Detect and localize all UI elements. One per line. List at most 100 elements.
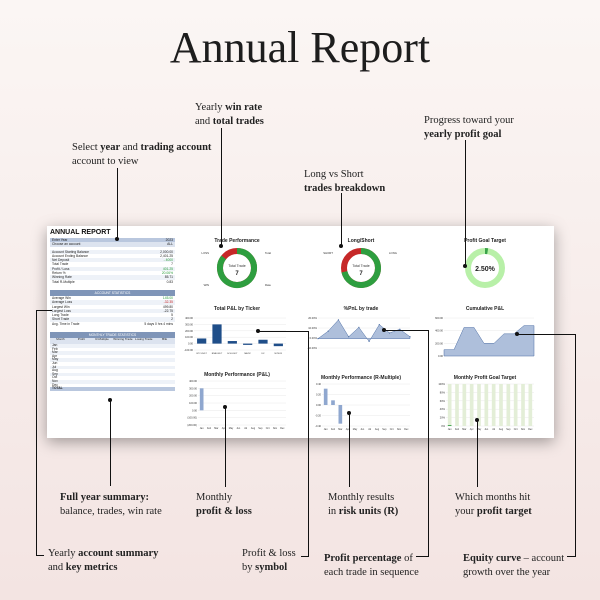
monthly-pl-month: Oct xyxy=(266,427,270,430)
column-header: Profit xyxy=(77,337,85,342)
cumulative-area xyxy=(443,325,535,357)
profit-target-bar xyxy=(491,384,496,426)
connector xyxy=(36,310,37,555)
monthly-r-tick: -0.20 xyxy=(315,414,321,418)
connector xyxy=(567,556,576,557)
monthly-pl-tick: 300.00 xyxy=(189,386,197,390)
pnl-trade-point xyxy=(409,336,411,338)
stats-row: Largest Loss-22.75 xyxy=(50,308,175,314)
monthly-r-month: Oct xyxy=(390,428,394,431)
pnl-ticker-tick: -100.00 xyxy=(184,348,193,352)
pnl-trade-point xyxy=(327,330,329,332)
connector xyxy=(308,331,309,556)
connector xyxy=(221,128,222,246)
pnl-ticker-tick: 400.00 xyxy=(185,316,193,320)
monthly-header: MONTHLY TRADE STATISTICS xyxy=(50,332,175,339)
profit-target-month: Dec xyxy=(528,428,533,431)
table-row: Dec xyxy=(50,383,175,388)
annotation-account-summary: Yearly account summary and key metrics xyxy=(48,548,159,573)
column-header: R-Multiple xyxy=(95,337,109,342)
table-row: Mar xyxy=(50,351,175,355)
monthly-pl-month: Sep xyxy=(258,427,263,430)
monthly-pl-tick: (200.00) xyxy=(187,423,197,427)
monthly-r-tick: 0.20 xyxy=(316,393,322,397)
connector xyxy=(575,334,576,556)
monthly-r-month: Mar xyxy=(338,428,342,431)
donut-label: Total Trade xyxy=(228,264,245,268)
table-row: Nov xyxy=(50,379,175,384)
column-header: Winning Trade xyxy=(113,337,133,342)
pnl-trade-point xyxy=(378,323,380,326)
pnl-trade-point xyxy=(337,319,340,321)
profit-target-bar xyxy=(521,384,525,426)
donut-side-label: LONG xyxy=(389,251,397,255)
profit-target-bar xyxy=(484,384,489,426)
monthly-pl-month: Jun xyxy=(236,427,241,430)
profit-target-month: Jun xyxy=(484,428,489,431)
connector-dot xyxy=(339,244,343,248)
profit-target-tick: 20% xyxy=(440,416,446,420)
donut-side-label: LOSS xyxy=(202,251,210,255)
table-row: Feb xyxy=(50,347,175,352)
month-cell: Jul xyxy=(52,364,57,369)
cumulative-tick: 400.00 xyxy=(435,329,443,333)
monthly-pl-month: Mar xyxy=(214,427,218,430)
connector-dot xyxy=(256,329,260,333)
monthly-r-month: Jan xyxy=(324,428,329,431)
monthly-pl-month: Jul xyxy=(244,427,248,430)
profit-target-bar xyxy=(455,384,459,426)
connector xyxy=(258,331,308,332)
chart-title: Monthly Performance (P&L) xyxy=(204,372,270,378)
monthly-r-bar xyxy=(331,400,335,405)
profit-target-month: Feb xyxy=(455,428,460,431)
connector-dot xyxy=(475,418,479,422)
monthly-pl-month: Apr xyxy=(222,427,226,430)
profit-goal-value: 2.50% xyxy=(475,266,496,273)
profit-target-month: Sep xyxy=(506,428,511,431)
monthly-pl-tick: 400.00 xyxy=(189,379,197,383)
summary-row: Return %20.06% xyxy=(52,271,173,276)
monthly-pl-month: Dec xyxy=(280,427,285,430)
month-cell: Mar xyxy=(52,350,58,355)
monthly-pl-tick: 200.00 xyxy=(189,394,197,398)
chart-title: Trade Performance xyxy=(214,238,260,244)
column-header: B/E xyxy=(162,337,167,342)
connector xyxy=(341,193,342,245)
pnl-trade-tick: 20.00% xyxy=(308,316,317,320)
long-short-donut-arc xyxy=(341,248,381,288)
connector xyxy=(384,330,428,331)
pnl-trade-point xyxy=(399,328,401,330)
donut-side-label: WIN xyxy=(204,283,209,287)
profit-target-bar xyxy=(462,384,467,426)
profit-target-bar xyxy=(506,384,511,426)
pnl-trade-point xyxy=(358,326,360,328)
donut-value: 7 xyxy=(235,271,239,277)
pnl-ticker-label: MATIC xyxy=(244,352,251,355)
pnl-ticker-bar xyxy=(243,343,253,345)
profit-target-month: May xyxy=(477,428,482,431)
profit-target-tick: 40% xyxy=(440,407,446,411)
annotation-win-rate: Yearly win rate and total trades xyxy=(195,102,264,127)
connector-dot xyxy=(382,328,386,332)
profit-target-month: Apr xyxy=(470,428,474,431)
table-row: Apr xyxy=(50,354,175,359)
monthly-r-bar xyxy=(323,388,328,405)
annotation-select: Select year and trading account trading … xyxy=(72,142,212,167)
pnl-ticker-tick: 200.00 xyxy=(185,329,193,333)
